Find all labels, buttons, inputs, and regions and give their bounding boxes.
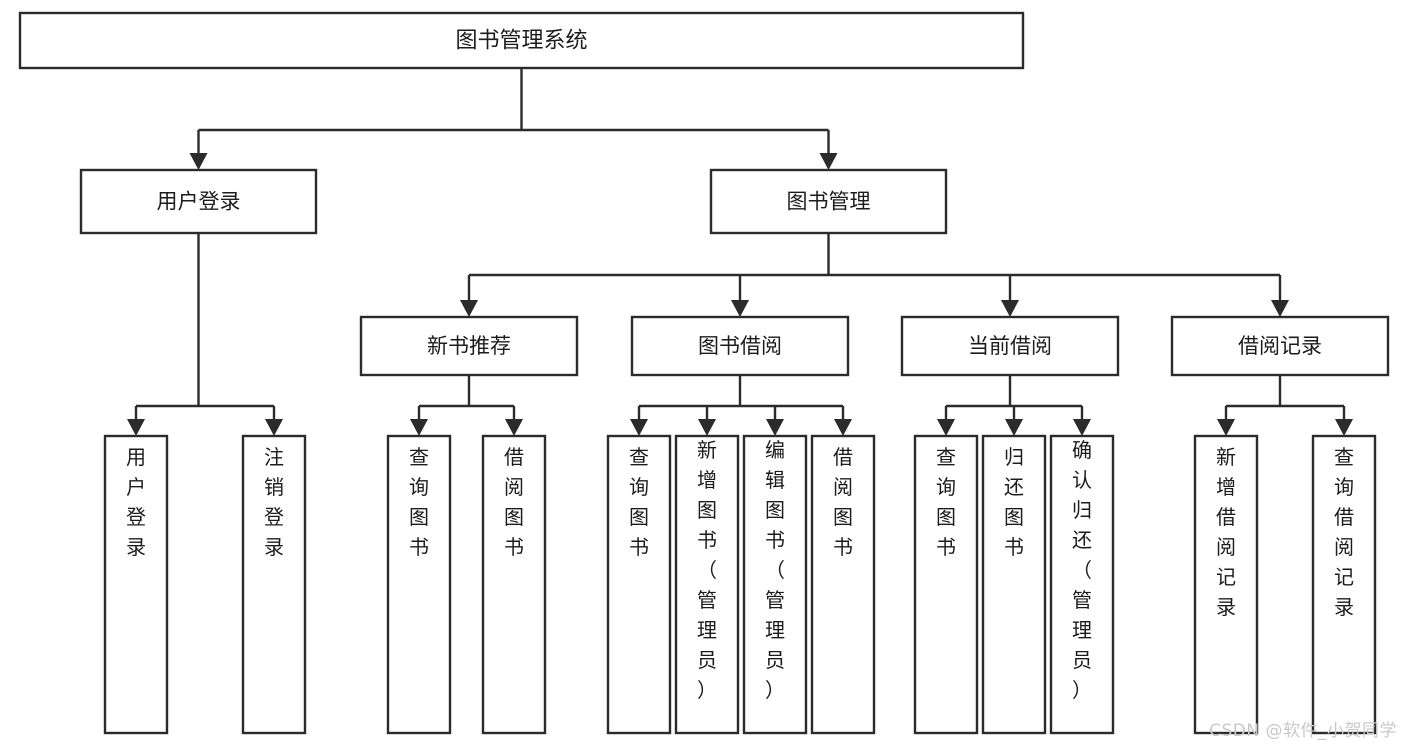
node-box[interactable] <box>359 315 579 377</box>
node-leaf-l3[interactable]: 查询图书 <box>386 434 452 735</box>
nodes-layer: 图书管理系统用户登录图书管理新书推荐图书借阅当前借阅借阅记录用户登录注销登录查询… <box>18 11 1390 735</box>
node-label: 借阅图书 <box>504 445 524 559</box>
edge-arrowhead <box>265 419 283 436</box>
node-label: 确认归还（管理员） <box>1072 438 1092 702</box>
node-box[interactable] <box>900 315 1120 377</box>
node-label: 新增图书（管理员） <box>697 438 717 702</box>
node-box[interactable] <box>810 434 876 735</box>
node-leaf-l4[interactable]: 借阅图书 <box>481 434 547 735</box>
edge-arrowhead <box>698 419 716 436</box>
edge-group-from-n3 <box>410 375 523 436</box>
edge-arrowhead <box>1335 419 1353 436</box>
edge-arrowhead <box>410 419 428 436</box>
node-box[interactable] <box>1311 434 1377 735</box>
edge-group-from-n1 <box>127 233 283 436</box>
edge-group-from-n4 <box>630 375 852 436</box>
node-leaf-l9[interactable]: 查询图书 <box>913 434 979 735</box>
edges-layer <box>127 68 1353 436</box>
node-label: 归还图书 <box>1004 445 1024 559</box>
node-level2-n6[interactable]: 借阅记录 <box>1170 315 1390 377</box>
edge-arrowhead <box>766 419 784 436</box>
node-box[interactable] <box>674 434 740 735</box>
edge-arrowhead <box>630 419 648 436</box>
node-leaf-l12[interactable]: 新增借阅记录 <box>1193 434 1259 735</box>
node-label: 图书借阅 <box>698 334 782 358</box>
node-box[interactable] <box>481 434 547 735</box>
edge-group-from-n0 <box>189 68 838 170</box>
node-box[interactable] <box>103 434 169 735</box>
node-label: 新增借阅记录 <box>1216 445 1236 619</box>
node-leaf-l1[interactable]: 用户登录 <box>103 434 169 735</box>
node-leaf-l13[interactable]: 查询借阅记录 <box>1311 434 1377 735</box>
edge-arrowhead <box>1073 419 1091 436</box>
edge-arrowhead <box>1217 419 1235 436</box>
node-leaf-l6[interactable]: 新增图书（管理员） <box>674 434 740 735</box>
node-label: 图书管理 <box>787 190 871 214</box>
edge-arrowhead <box>460 300 478 317</box>
node-level2-n4[interactable]: 图书借阅 <box>630 315 850 377</box>
node-leaf-l7[interactable]: 编辑图书（管理员） <box>742 434 808 735</box>
node-leaf-l10[interactable]: 归还图书 <box>981 434 1047 735</box>
node-label: 当前借阅 <box>968 334 1052 358</box>
node-label: 查询图书 <box>409 445 429 559</box>
node-root-n0[interactable]: 图书管理系统 <box>18 11 1025 70</box>
node-label: 图书管理系统 <box>455 29 587 54</box>
node-box[interactable] <box>742 434 808 735</box>
node-label: 借阅图书 <box>833 445 853 559</box>
node-box[interactable] <box>606 434 672 735</box>
node-leaf-l8[interactable]: 借阅图书 <box>810 434 876 735</box>
edge-arrowhead <box>819 153 838 170</box>
node-label: 用户登录 <box>126 445 146 559</box>
edge-arrowhead <box>834 419 852 436</box>
node-box[interactable] <box>1193 434 1259 735</box>
edge-arrowhead <box>1005 419 1023 436</box>
edge-arrowhead <box>1001 300 1019 317</box>
node-box[interactable] <box>1170 315 1390 377</box>
edge-group-from-n6 <box>1217 375 1353 436</box>
node-leaf-l5[interactable]: 查询图书 <box>606 434 672 735</box>
edge-arrowhead <box>731 300 749 317</box>
node-label: 用户登录 <box>157 190 241 214</box>
node-box[interactable] <box>630 315 850 377</box>
node-box[interactable] <box>1049 434 1115 735</box>
node-label: 注销登录 <box>264 445 284 559</box>
edge-arrowhead <box>937 419 955 436</box>
node-leaf-l2[interactable]: 注销登录 <box>241 434 307 735</box>
node-label: 查询借阅记录 <box>1334 445 1354 619</box>
edge-arrowhead <box>127 419 145 436</box>
edge-arrowhead <box>1271 300 1289 317</box>
node-level1-n2[interactable]: 图书管理 <box>709 168 948 235</box>
edge-group-from-n5 <box>937 375 1091 436</box>
node-leaf-l11[interactable]: 确认归还（管理员） <box>1049 434 1115 735</box>
node-label: 新书推荐 <box>427 334 511 358</box>
node-box[interactable] <box>913 434 979 735</box>
node-label: 查询图书 <box>629 445 649 559</box>
node-box[interactable] <box>386 434 452 735</box>
node-box[interactable] <box>981 434 1047 735</box>
node-box[interactable] <box>709 168 948 235</box>
node-label: 借阅记录 <box>1238 334 1322 358</box>
node-level1-n1[interactable]: 用户登录 <box>79 168 318 235</box>
node-box[interactable] <box>79 168 318 235</box>
node-level2-n5[interactable]: 当前借阅 <box>900 315 1120 377</box>
node-label: 编辑图书（管理员） <box>765 438 785 702</box>
edge-arrowhead <box>505 419 523 436</box>
node-level2-n3[interactable]: 新书推荐 <box>359 315 579 377</box>
node-label: 查询图书 <box>936 445 956 559</box>
edge-group-from-n2 <box>460 233 1289 317</box>
node-box[interactable] <box>18 11 1025 70</box>
node-box[interactable] <box>241 434 307 735</box>
edge-arrowhead <box>189 153 208 170</box>
